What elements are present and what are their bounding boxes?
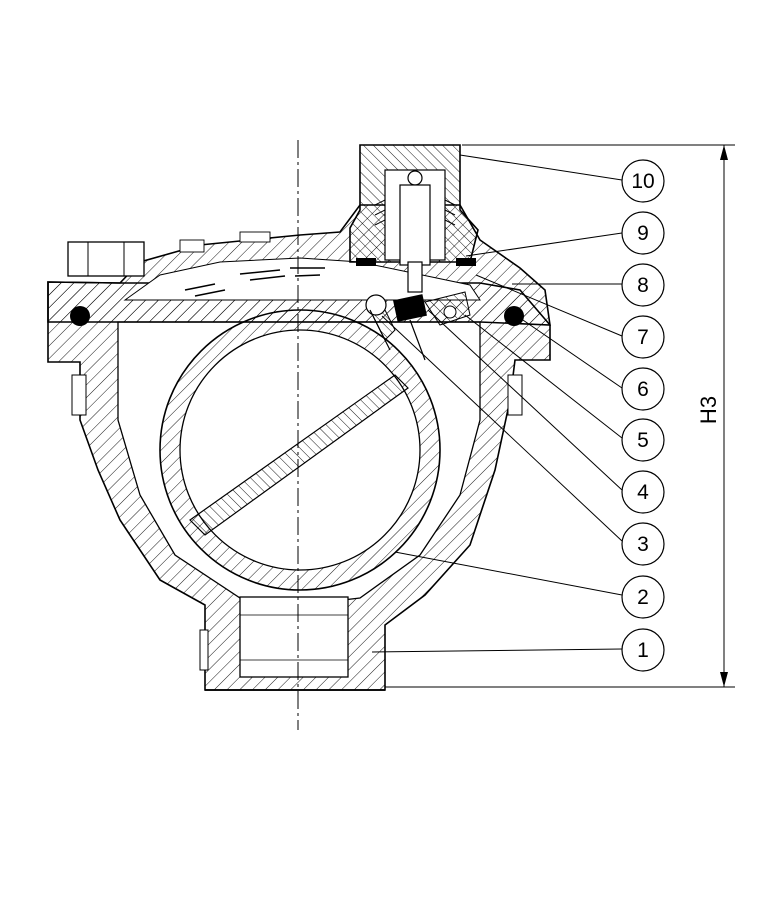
- balloon-10: 10: [621, 159, 665, 203]
- part-balloons: 10 9 8 7 6 5 4 3: [621, 159, 665, 672]
- float-ball: [159, 309, 441, 591]
- balloon-8: 8: [621, 263, 665, 307]
- balloon-1-label: 1: [637, 639, 649, 662]
- balloon-6-label: 6: [637, 378, 649, 401]
- balloon-4-label: 4: [637, 481, 649, 504]
- balloon-5: 5: [621, 418, 665, 462]
- balloon-3: 3: [621, 522, 665, 566]
- balloon-7-label: 7: [637, 326, 649, 349]
- balloon-2-label: 2: [637, 586, 649, 609]
- dimension-arrow-top: [720, 145, 728, 160]
- balloon-5-label: 5: [637, 429, 649, 452]
- vent-plug-housing: [349, 144, 479, 293]
- height-dimension: H3: [385, 144, 735, 688]
- balloon-2: 2: [621, 575, 665, 619]
- balloon-9: 9: [621, 211, 665, 255]
- balloon-6: 6: [621, 367, 665, 411]
- balloon-4: 4: [621, 470, 665, 514]
- leader-lines: [371, 154, 623, 653]
- lever-mechanism: [365, 291, 471, 361]
- dimension-label-h3: H3: [696, 396, 721, 424]
- dimension-arrow-bottom: [720, 672, 728, 687]
- seal-gaskets: [70, 258, 524, 326]
- balloon-9-label: 9: [637, 222, 649, 245]
- balloon-3-label: 3: [637, 533, 649, 556]
- balloon-7: 7: [621, 315, 665, 359]
- balloon-8-label: 8: [637, 274, 649, 297]
- balloon-10-label: 10: [631, 170, 654, 193]
- balloon-1: 1: [621, 628, 665, 672]
